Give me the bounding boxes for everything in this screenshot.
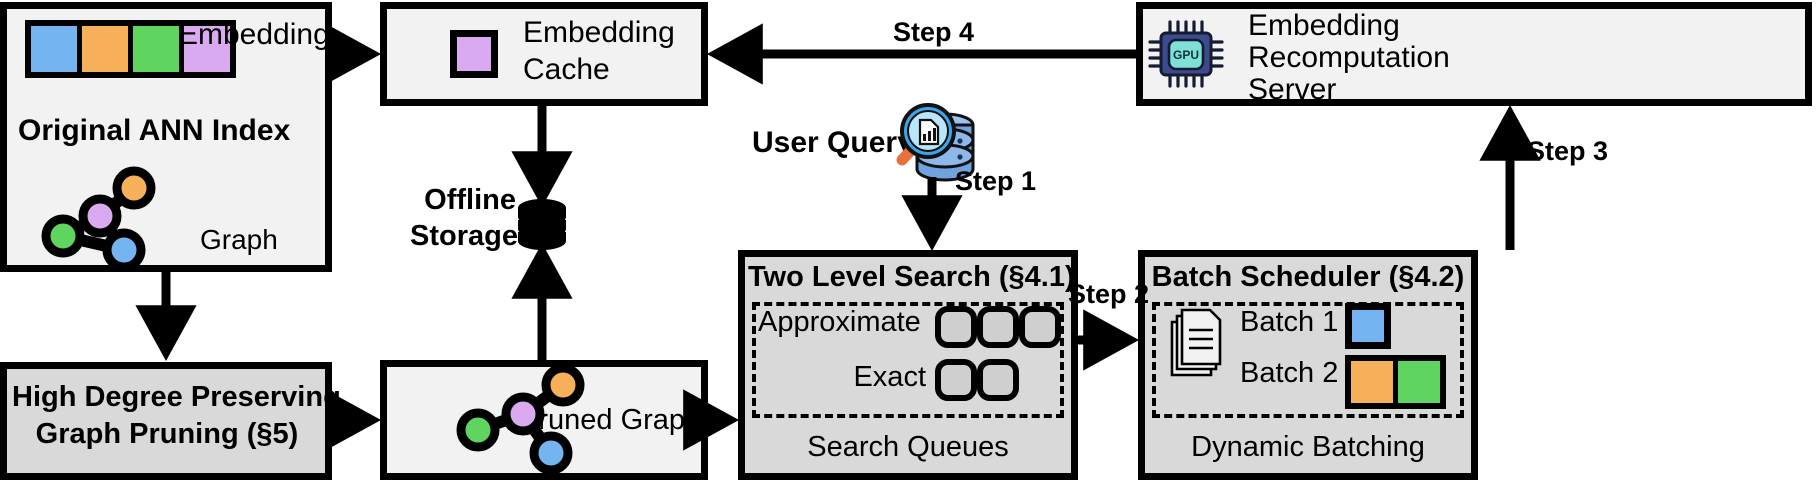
batch-1-label: Batch 1 xyxy=(1240,306,1339,338)
step-2-label: Step 2 xyxy=(1068,279,1150,309)
embedding-cache-chip xyxy=(450,30,498,78)
graph-label: Graph xyxy=(200,224,278,255)
batch-2-chip-strip xyxy=(1345,355,1446,409)
batch-2-label: Batch 2 xyxy=(1240,357,1339,389)
embedding-chip-orange xyxy=(82,26,133,72)
embedding-cache-label-line1: Embedding xyxy=(523,16,675,49)
batch-scheduler-title: Batch Scheduler (§4.2) xyxy=(1151,261,1465,293)
batch-2-chip-orange xyxy=(1351,361,1398,403)
batch-2-chip-green xyxy=(1398,361,1440,403)
dynamic-batching-dashed-region xyxy=(1152,302,1464,418)
two-level-search-box xyxy=(738,250,1078,480)
search-queues-dashed-region xyxy=(752,302,1064,418)
offline-storage-label-line2: Storage xyxy=(410,220,518,252)
embedding-cache-box xyxy=(380,2,708,106)
user-query-label: User Query xyxy=(752,126,914,159)
recomputation-server-box xyxy=(1136,2,1812,106)
exact-slot-2[interactable] xyxy=(977,359,1019,401)
search-queues-footer: Search Queues xyxy=(807,431,1009,463)
graph-pruning-title-line2: Graph Pruning (§5) xyxy=(35,418,299,450)
recomputation-server-label-line3: Server xyxy=(1248,73,1337,106)
step-3-label: Step 3 xyxy=(1527,136,1609,166)
two-level-search-title: Two Level Search (§4.1) xyxy=(748,261,1075,293)
approximate-slot-3[interactable] xyxy=(1019,306,1061,348)
embedding-label: Embedding xyxy=(178,18,330,51)
embedding-chip-strip xyxy=(25,20,236,78)
batch-1-chip-blue xyxy=(1345,303,1391,349)
exact-row-label: Exact xyxy=(853,361,926,393)
embedding-chip-blue xyxy=(31,26,82,72)
embedding-chip-green xyxy=(133,26,184,72)
recomputation-server-label-line2: Recomputation xyxy=(1248,41,1450,74)
embedding-chip-purple xyxy=(184,26,230,72)
embedding-cache-label-line2: Cache xyxy=(523,53,610,86)
pruned-graph-label: Pruned Graph xyxy=(519,404,702,436)
offline-storage-label-line1: Offline xyxy=(424,184,516,216)
dynamic-batching-footer: Dynamic Batching xyxy=(1191,431,1425,463)
approximate-slot-1[interactable] xyxy=(935,306,977,348)
recomputation-server-label-line1: Embedding xyxy=(1248,9,1400,42)
graph-pruning-title-line1: High Degree Preserving xyxy=(12,381,341,413)
approximate-slot-2[interactable] xyxy=(977,306,1019,348)
original-ann-index-title: Original ANN Index xyxy=(18,114,291,147)
approximate-row-label: Approximate xyxy=(758,306,921,338)
exact-slot-1[interactable] xyxy=(935,359,977,401)
step-4-label: Step 4 xyxy=(893,17,975,47)
step-1-label: Step 1 xyxy=(955,166,1037,196)
